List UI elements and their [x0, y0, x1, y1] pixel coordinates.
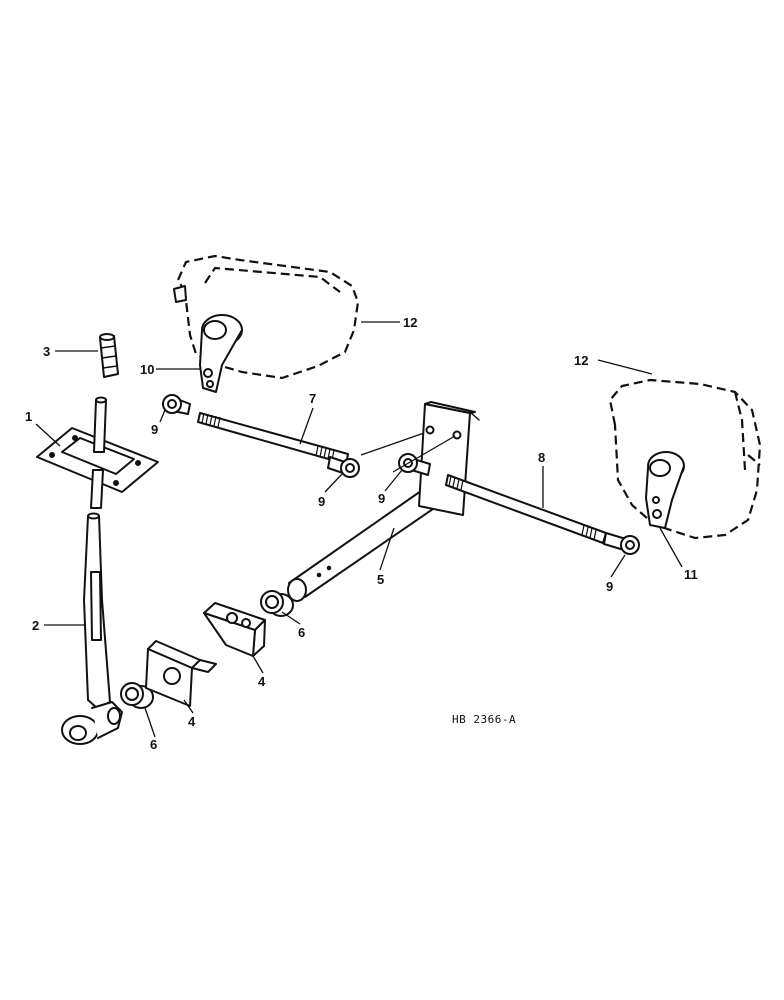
callout-6-a: 6: [298, 625, 305, 640]
housing-right: [608, 378, 762, 540]
callout-6-b: 6: [150, 737, 157, 752]
rod-end-9-a: [162, 394, 191, 415]
callout-11: 11: [684, 567, 698, 582]
rod-end-9-d: [603, 532, 640, 555]
callout-8: 8: [538, 450, 545, 465]
callout-12-a: 12: [403, 315, 417, 330]
callout-9-b: 9: [318, 494, 325, 509]
callout-2: 2: [32, 618, 39, 633]
callout-10: 10: [140, 362, 154, 377]
callout-12-b: 12: [574, 353, 588, 368]
rod-end-9-b: [327, 456, 360, 478]
bracket-4-upper: [203, 602, 266, 657]
arm-11: [645, 451, 685, 529]
bracket-4-lower: [145, 640, 217, 707]
lever-2: [61, 512, 123, 745]
rod-7: [197, 412, 349, 465]
rod-8: [445, 474, 607, 544]
callout-3: 3: [43, 344, 50, 359]
callout-9-c: 9: [378, 491, 385, 506]
callout-9-a: 9: [151, 422, 158, 437]
callout-7: 7: [309, 391, 316, 406]
reference-code: HB 2366-A: [452, 713, 516, 726]
callout-labels: 1 2 3 4 4 5 6 6 7 8 9 9 9 9 10 11 12 12: [25, 315, 698, 752]
pin-3: [99, 333, 119, 378]
bushing-6-left: [120, 682, 154, 709]
callout-9-d: 9: [606, 579, 613, 594]
leader-lines: [35, 321, 683, 738]
callout-1: 1: [25, 409, 32, 424]
rod-end-9-c: [398, 453, 431, 476]
callout-5: 5: [377, 572, 384, 587]
shaft-plate: [418, 401, 480, 516]
callout-4-a: 4: [258, 674, 266, 689]
callout-4-b: 4: [188, 714, 196, 729]
bushing-6-right: [260, 590, 294, 617]
arm-10: [199, 314, 243, 393]
lever-rod: [90, 396, 107, 509]
housing-left: [173, 254, 360, 380]
